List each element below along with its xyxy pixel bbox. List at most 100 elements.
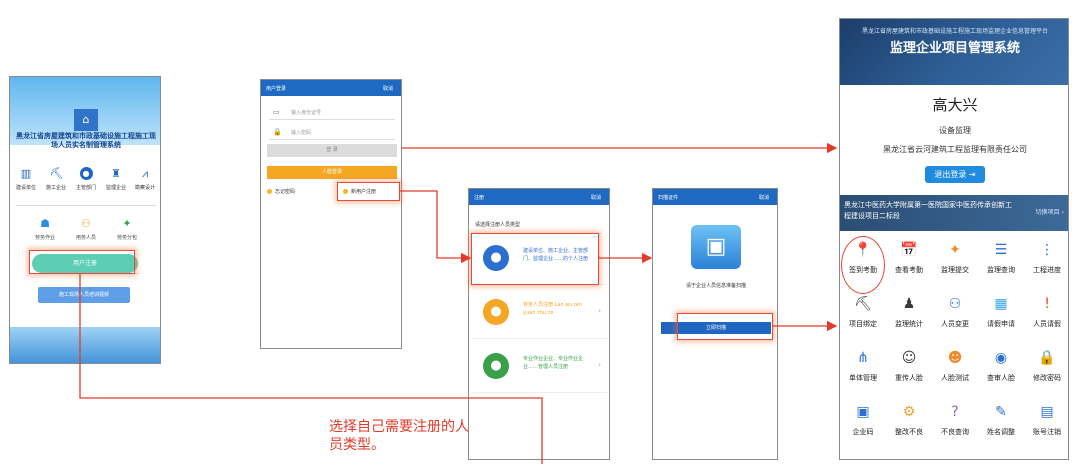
- forgot-label: 忘记密码: [275, 189, 296, 195]
- grid-item[interactable]: ☻人脸测试: [932, 345, 978, 397]
- home-nav-row: ▥建设单位 ⛏施工企业 ●主管部门 ♜监理企业 ⩘勘察设计: [10, 167, 160, 201]
- cancel-button[interactable]: 取消: [590, 195, 601, 201]
- highlight-type-card: [471, 233, 599, 285]
- grid-item-label: 查审人脸: [987, 374, 1015, 382]
- cancel-button[interactable]: 取消: [758, 195, 769, 201]
- app-logo-icon: ⌂: [74, 109, 98, 131]
- login-button-disabled[interactable]: 登 录: [267, 144, 397, 157]
- crane-icon: ⛏: [854, 296, 872, 312]
- home-title: 黑龙江省房屋建筑和市政基础设施工程施工现场人员实名制管理系统: [16, 132, 156, 149]
- type-card-team-manager[interactable]: ● 专业作业企业、专业作业企业……管理人员注册 ›: [473, 341, 607, 393]
- dashboard-header: 黑龙江省房屋建筑和市政基础设施工程施工现场监理企业信息管理平台 监理企业项目管理…: [840, 19, 1068, 85]
- arrow-new-user-to-choose: [400, 190, 472, 264]
- login-screen: 用户登录 取消 ▭ 输入身份证号 🔒 输入密码 登 录 人脸登录 忘记密码 新用…: [260, 79, 402, 349]
- dashboard-screen: 黑龙江省房屋建筑和市政基础设施工程施工现场监理企业信息管理平台 监理企业项目管理…: [839, 18, 1069, 460]
- scan-message: 请于企业人员信息准备扫描: [685, 283, 746, 289]
- user-role: 设备监理: [939, 126, 971, 135]
- type-card-text: 建设单位、施工企业、主管部门、监理企业……的个人注册: [523, 248, 589, 262]
- grid-item[interactable]: 📅查看考勤: [886, 237, 932, 289]
- logout-button[interactable]: 退出登录 ⇥: [925, 166, 985, 183]
- face-upload-icon: ☺: [901, 350, 917, 366]
- nav-label: 劳务分包: [116, 235, 137, 241]
- grid-item[interactable]: ♟监理统计: [886, 291, 932, 343]
- highlight-new-user: [337, 182, 400, 201]
- nav-construction-company[interactable]: ⛏施工企业: [42, 167, 70, 191]
- new-user-register-link[interactable]: 新用户注册: [343, 188, 376, 195]
- scan-title-bar: 扫描证件 取消: [653, 189, 777, 205]
- grid-item[interactable]: ✦监理提交: [932, 237, 978, 289]
- worker-icon: ●: [483, 299, 509, 325]
- scan-id-screen: 扫描证件 取消 ▣ 请于企业人员信息准备扫描 立即扫描: [652, 188, 778, 460]
- supervisor-icon: ♜: [111, 167, 121, 180]
- password-field[interactable]: 🔒 输入密码: [269, 124, 395, 140]
- register-button[interactable]: 用户注册: [32, 254, 138, 273]
- nav-label: 施工企业: [45, 185, 66, 191]
- grid-item[interactable]: ▦请假申请: [978, 291, 1024, 343]
- switch-label: 切换项目: [1035, 209, 1060, 216]
- divider: [16, 205, 156, 206]
- grid-item[interactable]: ⚙整改不良: [886, 399, 932, 451]
- grid-item[interactable]: ▣ 企业码: [840, 399, 886, 451]
- project-banner: 黑龙江中医药大学附属第一医院国家中医药传承创新工程建设项目二标段 切换项目 ›: [840, 195, 1068, 231]
- logout-label: 退出登录: [934, 170, 967, 179]
- dot-icon: [267, 189, 272, 194]
- grid-item[interactable]: ☺ 重传人脸: [886, 345, 932, 397]
- grid-item[interactable]: !人员请假: [1024, 291, 1068, 343]
- grid-item[interactable]: ⛏项目绑定: [840, 291, 886, 343]
- nav-label: 劳务作业: [34, 235, 55, 241]
- nav-supervision[interactable]: ♜监理企业: [102, 167, 130, 191]
- grid-item-label: 监理提交: [941, 266, 969, 274]
- grid-item[interactable]: ⋮ 工程进度: [1024, 237, 1068, 289]
- grid-item-label: 重传人脸: [895, 374, 923, 382]
- nav-authority[interactable]: ●主管部门: [72, 167, 100, 191]
- type-card-unit-personnel[interactable]: ● 建设单位、施工企业、主管部门、监理企业……的个人注册 ›: [473, 233, 607, 285]
- grid-item[interactable]: ?不良查询: [932, 399, 978, 451]
- question-icon: ?: [951, 404, 959, 420]
- inspector-icon: ♟: [902, 296, 916, 312]
- scan-now-button[interactable]: 立即扫描: [661, 322, 771, 334]
- nav-construction-unit[interactable]: ▥建设单位: [12, 167, 40, 191]
- grid-item[interactable]: ◉查审人脸: [978, 345, 1024, 397]
- nav-labor-work[interactable]: ☗劳务作业: [25, 217, 65, 241]
- grid-item[interactable]: ☰监理查询: [978, 237, 1024, 289]
- grid-item-label: 姓名调整: [987, 428, 1015, 436]
- group-icon: ●: [483, 353, 509, 379]
- nav-survey-design[interactable]: ⩘勘察设计: [131, 167, 159, 191]
- people-icon: ⚇: [81, 217, 91, 230]
- choose-title-bar: 注册 取消: [469, 189, 609, 205]
- grid-item-label: 企业码: [852, 428, 874, 436]
- project-name: 黑龙江中医药大学附属第一医院国家中医药传承创新工程建设项目二标段: [844, 201, 1012, 220]
- grid-item[interactable]: ⋔单体管理: [840, 345, 886, 397]
- id-number-field[interactable]: ▭ 输入身份证号: [269, 104, 395, 120]
- progress-nodes-icon: ⋮: [1040, 242, 1054, 258]
- account-close-icon: ▤: [1040, 404, 1054, 420]
- grid-item-label: 账号注销: [1033, 428, 1061, 436]
- grid-item-label: 工程进度: [1033, 266, 1061, 274]
- grid-item-label: 请假申请: [987, 320, 1015, 328]
- nav-label: 主管部门: [75, 185, 96, 191]
- type-card-labor[interactable]: ● 劳务人员注册 Lao wu ren yuan zhu ce ›: [473, 287, 607, 339]
- forgot-password-link[interactable]: 忘记密码: [267, 188, 295, 195]
- caption-text: 选择自己需要注册的人员类型。: [329, 419, 469, 453]
- edit-icon: ✎: [995, 404, 1007, 420]
- grid-item[interactable]: 🔒修改密码: [1024, 345, 1068, 397]
- user-name: 高大兴: [932, 96, 978, 114]
- nav-labor-people[interactable]: ⚇用务人员: [66, 217, 106, 241]
- handshake-icon: ✦: [122, 217, 132, 230]
- grid-item-label: 单体管理: [849, 374, 877, 382]
- header-subtitle: 黑龙江省房屋建筑和市政基础设施工程施工现场监理企业信息管理平台: [861, 28, 1048, 35]
- choose-hint: 请选择注册人员类型: [475, 222, 521, 228]
- grid-item-label: 人员请假: [1033, 320, 1061, 328]
- grid-item[interactable]: ⚇人员变更: [932, 291, 978, 343]
- users-change-icon: ⚇: [948, 296, 962, 312]
- grid-item[interactable]: ▤ 账号注销: [1024, 399, 1068, 451]
- switch-project-button[interactable]: 切换项目 ›: [1036, 207, 1064, 216]
- face-login-button[interactable]: 人脸登录: [267, 166, 397, 179]
- grid-item[interactable]: ✎ 姓名调整: [978, 399, 1024, 451]
- qr-code-icon: ▣: [856, 404, 870, 420]
- nav-subcontract[interactable]: ✦ 劳务分包: [107, 217, 147, 241]
- login-bar-title: 用户登录: [266, 86, 287, 92]
- training-video-button[interactable]: 施工现场人员培训视频: [38, 287, 130, 303]
- cancel-button[interactable]: 取消: [382, 86, 393, 92]
- dot-icon: [343, 189, 348, 194]
